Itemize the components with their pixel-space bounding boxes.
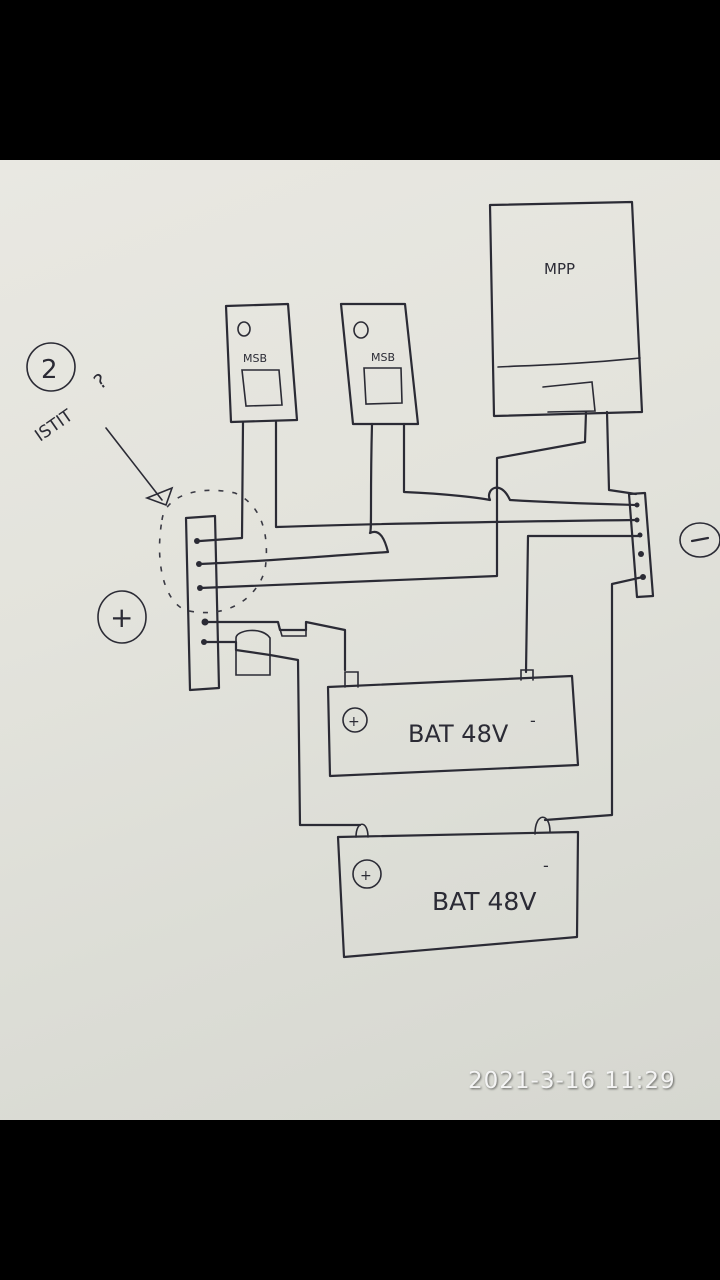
battery-top-plus-post [344, 671, 359, 688]
battery-bottom-minus-post [534, 816, 551, 835]
msb-left-indicator [237, 321, 251, 337]
battery-top-minus-post [520, 669, 534, 681]
wire-positive-battery-top [203, 620, 347, 672]
negative-bus-bar [627, 491, 655, 599]
msb-left-display [241, 369, 283, 407]
pointer-arrow-head [144, 486, 174, 507]
minus-label-ring [679, 522, 720, 558]
dashed-highlight-circle [158, 489, 268, 614]
msb-right-label: MSB [371, 351, 395, 364]
minus-label-dash [690, 536, 710, 543]
wire-mpp-negative [605, 410, 638, 496]
battery-top: + BAT 48V - [326, 669, 580, 778]
msb-right: MSB [339, 302, 420, 426]
mpp-label: MPP [544, 260, 575, 278]
mpp-unit: MPP [488, 200, 644, 418]
battery-top-plus-ring [342, 707, 368, 733]
positive-terminal-1 [194, 538, 200, 544]
rotated-note: ISTIT [31, 406, 77, 447]
battery-bottom-body [336, 830, 580, 959]
msb-left-label: MSB [243, 352, 267, 365]
question-mark-1: ? [89, 368, 111, 394]
wire-msb-right-negative [402, 422, 638, 507]
battery-bottom-plus-ring [352, 859, 382, 889]
msb-left: MSB [224, 302, 299, 424]
battery-bottom: + BAT 48V - [336, 816, 580, 959]
battery-top-plus: + [348, 714, 360, 730]
msb-left-body [224, 302, 299, 424]
negative-terminal-4 [638, 551, 644, 557]
plus-label-text: + [110, 601, 133, 634]
positive-bus-body [184, 514, 221, 692]
timestamp-overlay: 2021-3-16 11:29 [468, 1068, 676, 1094]
pointer-arrow-line [105, 427, 163, 501]
battery-top-minus: - [530, 711, 536, 730]
fuse-bottom [235, 629, 271, 676]
battery-bottom-plus: + [360, 868, 372, 884]
plus-label-ring [97, 590, 147, 644]
circled-number-ring [26, 342, 76, 392]
battery-top-label: BAT 48V [408, 720, 509, 748]
sketch-photo: 2 ? ISTIT + MSB MSB [0, 160, 720, 1120]
wire-msb-left-positive [198, 420, 245, 543]
positive-bus-bar [158, 489, 268, 692]
wire-battery-bottom-negative [543, 575, 645, 822]
wire-battery-top-negative [524, 534, 643, 674]
wire-msb-left-negative [274, 420, 638, 529]
fuse-top [277, 621, 307, 637]
mpp-body [488, 200, 644, 418]
annotation-group: 2 ? ISTIT [26, 342, 174, 507]
mpp-divider [497, 357, 641, 368]
plus-label: + [97, 590, 147, 644]
battery-bottom-plus-post [355, 823, 369, 838]
battery-bottom-label: BAT 48V [432, 887, 536, 916]
msb-right-display [363, 367, 403, 405]
wire-mpp-positive [198, 410, 588, 590]
wiring-diagram: 2 ? ISTIT + MSB MSB [26, 200, 720, 959]
battery-top-body [326, 674, 580, 778]
msb-right-indicator [353, 321, 369, 339]
circled-number: 2 [41, 355, 58, 385]
minus-label [679, 522, 720, 558]
wire-positive-battery-bottom [202, 640, 362, 827]
wire-msb-right-positive [198, 422, 390, 566]
battery-bottom-minus: - [543, 856, 549, 875]
msb-right-body [339, 302, 420, 426]
wires [198, 410, 645, 827]
mpp-connector [542, 381, 596, 413]
top-black-bar [0, 0, 720, 160]
bottom-black-bar [0, 1120, 720, 1280]
negative-bus-body [627, 491, 655, 599]
